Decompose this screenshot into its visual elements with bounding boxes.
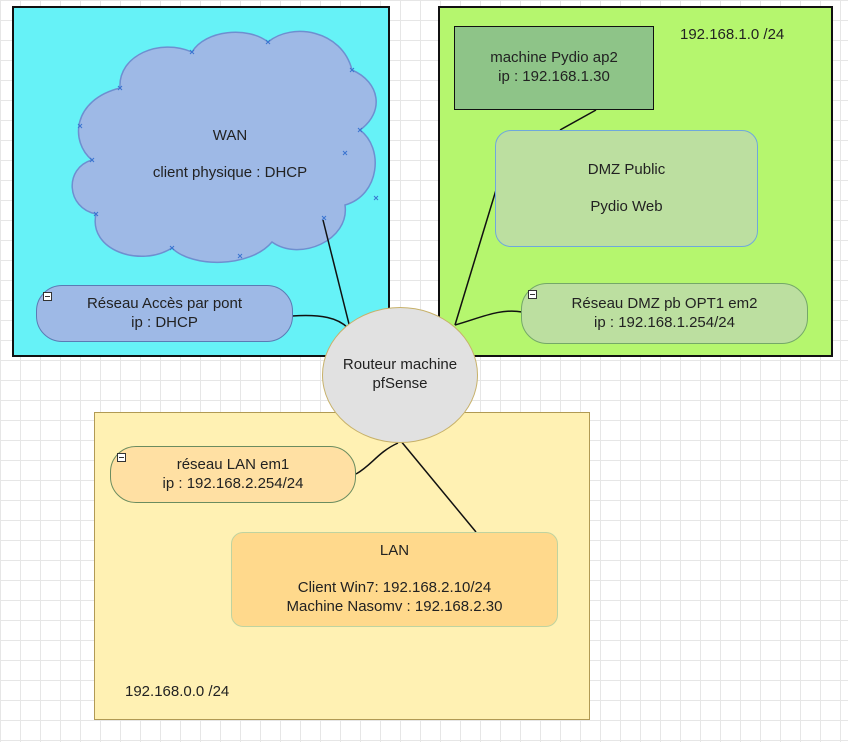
pydio-machine-ip: ip : 192.168.1.30 — [498, 68, 610, 85]
dmz-interface-label: Réseau DMZ pb OPT1 em2 — [571, 294, 758, 312]
lan-subnet-label: 192.168.0.0 /24 — [125, 683, 230, 700]
wan-cloud — [71, 30, 377, 264]
dmz-public-service: Pydio Web — [590, 197, 663, 215]
collapse-icon[interactable] — [117, 453, 126, 462]
connector-pydio-public — [559, 109, 597, 131]
connector-public-router — [454, 189, 497, 326]
cloud-markers — [77, 39, 379, 259]
wan-cloud-label: WAN client physique : DHCP — [100, 120, 360, 190]
connector-laniface-router — [355, 442, 399, 475]
router-node[interactable]: Routeur machine pfSense — [322, 307, 478, 443]
wan-bridge-label: Réseau Accès par pont — [86, 294, 243, 312]
wan-title: WAN — [212, 127, 248, 145]
dmz-interface[interactable]: Réseau DMZ pb OPT1 em2 ip : 192.168.1.25… — [521, 283, 808, 344]
dmz-interface-ip: ip : 192.168.1.254/24 — [594, 313, 735, 331]
dmz-subnet-label: 192.168.1.0 /24 — [680, 26, 785, 43]
lan-machine: Machine Nasomv : 192.168.2.30 — [286, 597, 503, 615]
collapse-icon[interactable] — [43, 292, 52, 301]
lan-interface-label: réseau LAN em1 — [176, 455, 290, 473]
pydio-machine-box[interactable]: machine Pydio ap2 ip : 192.168.1.30 — [454, 26, 654, 110]
lan-interface[interactable]: réseau LAN em1 ip : 192.168.2.254/24 — [110, 446, 356, 503]
wan-bridge-interface[interactable]: Réseau Accès par pont ip : DHCP — [36, 285, 293, 342]
lan-box[interactable]: LAN Client Win7: 192.168.2.10/24 Machine… — [231, 532, 558, 627]
connector-dmziface-router — [454, 310, 523, 326]
router-label: Routeur machine — [342, 356, 458, 374]
dmz-public-title: DMZ Public — [587, 160, 666, 178]
connector-cloud-router — [322, 219, 351, 329]
pydio-machine-name: machine Pydio ap2 — [490, 49, 618, 67]
lan-client: Client Win7: 192.168.2.10/24 — [297, 579, 492, 597]
connector-bridge-router — [291, 314, 349, 329]
collapse-icon[interactable] — [528, 290, 537, 299]
lan-interface-ip: ip : 192.168.2.254/24 — [162, 474, 304, 492]
connector-router-lan — [399, 439, 477, 533]
router-os: pfSense — [372, 375, 428, 392]
wan-subtitle: client physique : DHCP — [152, 164, 308, 181]
lan-title: LAN — [379, 542, 410, 560]
dmz-public-box[interactable]: DMZ Public Pydio Web — [495, 130, 758, 247]
wan-bridge-ip: ip : DHCP — [131, 313, 198, 331]
